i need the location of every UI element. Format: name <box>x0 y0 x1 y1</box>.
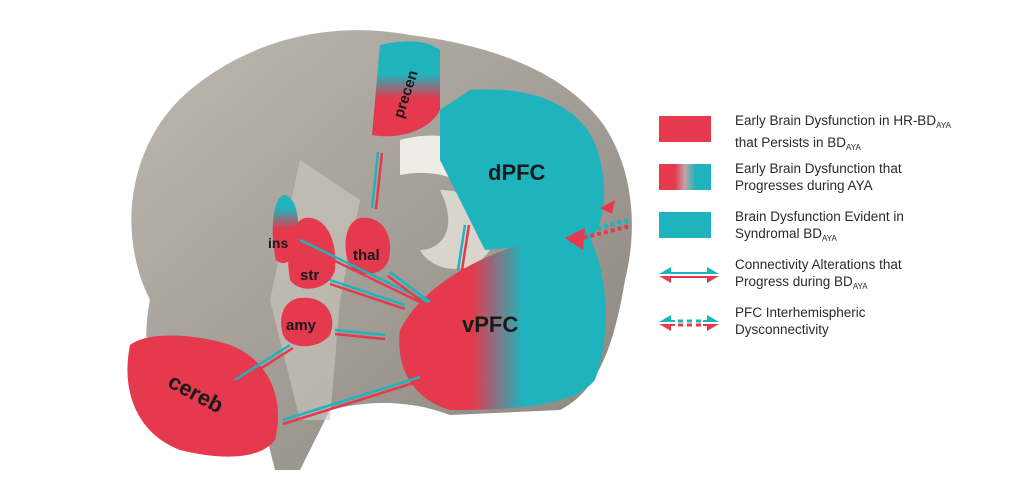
legend-item-syndromal: Brain Dysfunction Evident in Syndromal BD… <box>655 208 975 256</box>
svg-text:str: str <box>300 267 319 284</box>
region-precen: precen <box>372 41 440 137</box>
svg-text:ins: ins <box>268 235 288 251</box>
legend-text: that Persists in BD <box>735 135 847 150</box>
region-cereb: cereb <box>127 335 278 457</box>
double-arrow-icon <box>659 267 719 283</box>
region-thal: thal <box>345 217 391 274</box>
legend-sub: AYA <box>852 282 868 291</box>
legend-text: Progress during BD <box>735 274 853 289</box>
region-str: str <box>288 217 336 289</box>
svg-text:dPFC: dPFC <box>488 160 546 185</box>
legend-sub: AYA <box>822 234 837 243</box>
region-amy: amy <box>281 297 333 347</box>
legend-text: Progresses during AYA <box>735 178 873 193</box>
legend-text: PFC Interhemispheric <box>735 305 866 320</box>
region-vpfc: vPFC <box>399 238 606 410</box>
svg-text:thal: thal <box>353 247 380 264</box>
legend-text: Brain Dysfunction Evident in <box>735 209 904 224</box>
legend-text: Dysconnectivity <box>735 322 829 337</box>
gradient-swatch <box>659 164 711 190</box>
legend-text: Early Brain Dysfunction that <box>735 161 902 176</box>
connectivity-arrows <box>234 151 471 426</box>
legend-text: Early Brain Dysfunction in HR-BD <box>735 113 937 128</box>
legend-sub: AYA <box>846 143 861 152</box>
legend-text: Syndromal BD <box>735 226 823 241</box>
legend-sub: AYA <box>936 121 951 130</box>
red-swatch <box>659 116 711 142</box>
svg-text:vPFC: vPFC <box>462 312 518 337</box>
svg-text:amy: amy <box>286 317 317 334</box>
region-dpfc: dPFC <box>440 89 605 251</box>
dashed-double-arrow-icon <box>659 315 719 331</box>
legend-text: Connectivity Alterations that <box>735 257 902 272</box>
interhemispheric-arrow <box>565 200 631 250</box>
teal-swatch <box>659 212 711 238</box>
